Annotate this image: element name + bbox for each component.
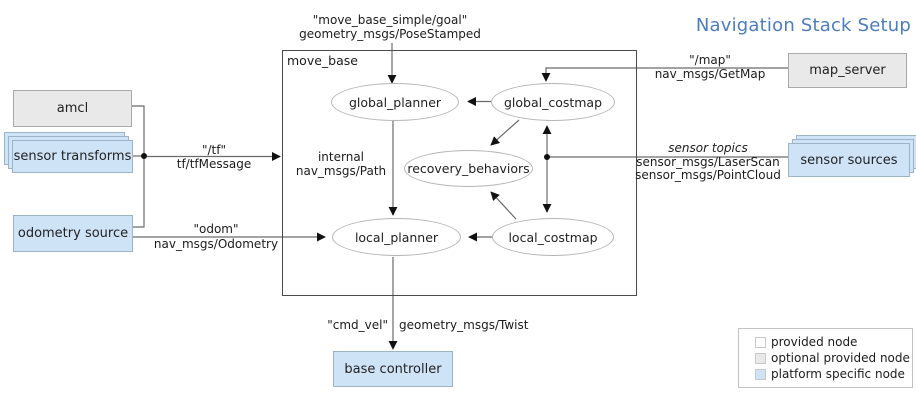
legend-label: platform specific node xyxy=(771,367,905,381)
topic-label-tf: "/tf" tf/tfMessage xyxy=(176,143,252,171)
node-global-costmap: global_costmap xyxy=(491,83,615,121)
topic-label-map: "/map" nav_msgs/GetMap xyxy=(654,53,766,81)
node-odometry-source: odometry source xyxy=(13,215,133,252)
topic-label-cmd-vel-type: geometry_msgs/Twist xyxy=(399,318,529,332)
node-sensor-transforms: sensor transforms xyxy=(12,140,133,173)
topic-label-odom: "odom" nav_msgs/Odometry xyxy=(153,222,279,251)
wire-amcl-to-junction xyxy=(132,105,145,156)
node-local-planner: local_planner xyxy=(332,218,461,256)
arrow-local-costmap-to-recovery xyxy=(490,191,517,220)
move-base-label: move_base xyxy=(287,53,358,68)
legend-swatch-optional xyxy=(755,352,766,364)
node-local-costmap: local_costmap xyxy=(492,218,614,256)
junction-dot-sensor xyxy=(544,154,550,160)
legend-row-optional: optional provided node xyxy=(755,351,912,365)
node-amcl: amcl xyxy=(13,90,132,127)
topic-label-internal-path: internal nav_msgs/Path xyxy=(295,150,387,178)
wire-junction-to-odometry xyxy=(131,156,145,228)
arrow-map-to-global-costmap xyxy=(541,67,788,82)
legend: provided node optional provided node pla… xyxy=(738,328,913,388)
node-sensor-transforms-stack: sensor transforms xyxy=(4,132,133,173)
legend-swatch-provided xyxy=(755,336,766,348)
legend-row-provided: provided node xyxy=(755,335,912,349)
junction-dot-tf xyxy=(141,153,147,159)
move-base-container: move_base xyxy=(282,50,637,296)
topic-label-cmd-vel: "cmd_vel" xyxy=(327,318,388,332)
arrow-global-costmap-to-recovery xyxy=(490,119,520,146)
node-recovery-behaviors: recovery_behaviors xyxy=(404,150,533,187)
node-base-controller: base controller xyxy=(333,351,453,387)
topic-label-sensor: sensor topics sensor_msgs/LaserScan sens… xyxy=(635,141,781,182)
node-global-planner: global_planner xyxy=(331,83,459,121)
legend-swatch-platform xyxy=(755,368,766,380)
legend-row-platform: platform specific node xyxy=(755,367,912,381)
page-title: Navigation Stack Setup xyxy=(695,15,911,36)
node-sensor-sources-stack: sensor sources xyxy=(788,135,916,177)
topic-label-goal: "move_base_simple/goal" geometry_msgs/Po… xyxy=(299,13,481,41)
legend-label: optional provided node xyxy=(771,351,910,365)
node-map-server: map_server xyxy=(788,53,907,88)
node-sensor-sources: sensor sources xyxy=(788,143,910,177)
legend-label: provided node xyxy=(771,335,858,349)
